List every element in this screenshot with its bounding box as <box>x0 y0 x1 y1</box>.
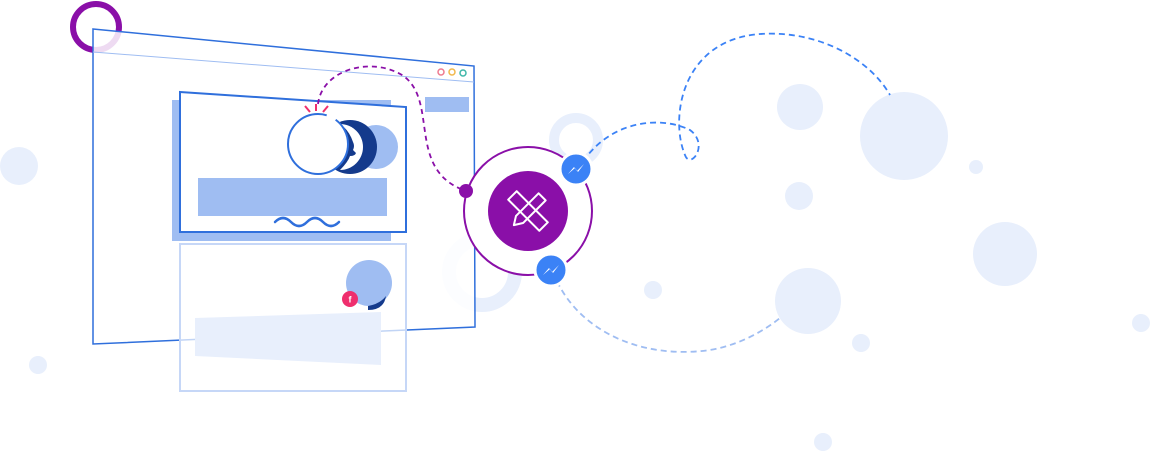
bubble <box>777 84 823 130</box>
browser-nav-placeholder <box>425 97 469 112</box>
bubble <box>973 222 1037 286</box>
connector-node <box>459 184 473 198</box>
design-tools-icon <box>507 190 549 232</box>
window-maximize-dot <box>459 69 467 77</box>
light-blue-dashed-curve <box>552 271 781 353</box>
connectors <box>317 32 891 353</box>
window-minimize-dot <box>448 68 456 76</box>
bubble <box>814 433 832 451</box>
design-hub <box>459 146 593 276</box>
bubble <box>969 160 983 174</box>
bubble <box>644 281 662 299</box>
card-text-block <box>195 312 381 365</box>
card-squiggle <box>273 216 341 228</box>
card-text-block <box>198 178 387 216</box>
facebook-icon <box>342 291 358 307</box>
messenger-icon <box>558 151 594 187</box>
face-silhouette <box>340 124 363 170</box>
post-card: f <box>179 243 407 392</box>
spark-line <box>304 105 311 113</box>
avatar-outline <box>287 113 349 175</box>
facebook-badge-letter: f <box>349 295 353 305</box>
blue-dashed-cloud <box>577 32 891 171</box>
spark-line <box>322 105 329 113</box>
avatar-icon <box>346 260 392 306</box>
avatar-shadow <box>368 296 386 310</box>
purple-dashed-connector <box>317 65 467 192</box>
bubble <box>1132 314 1150 332</box>
window-close-dot <box>437 68 445 76</box>
messenger-icon <box>533 252 569 288</box>
hub-core <box>488 171 568 251</box>
browser-titlebar-divider <box>92 51 475 83</box>
bubble <box>0 147 38 185</box>
bubble <box>29 356 47 374</box>
bubble <box>860 92 948 180</box>
bubble <box>785 182 813 210</box>
bubble <box>775 268 841 334</box>
profile-card <box>172 90 407 241</box>
bubble <box>852 334 870 352</box>
